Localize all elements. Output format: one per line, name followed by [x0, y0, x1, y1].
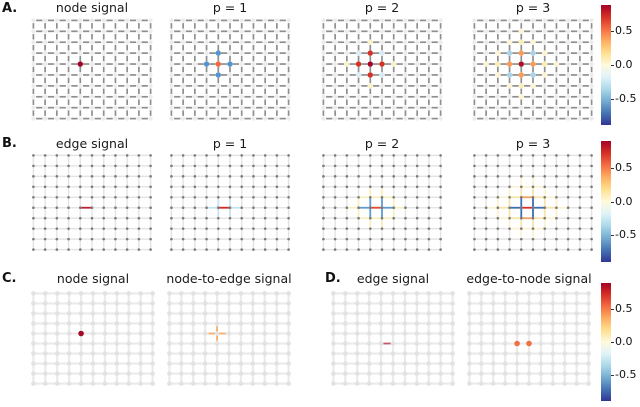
panel-title: node signal — [56, 271, 130, 286]
grid-graph-panel-b1 — [30, 152, 154, 257]
panel-title: p = 2 — [364, 136, 400, 151]
colorbar-tick — [611, 167, 614, 169]
colorbar-tick-label: -0.5 — [615, 368, 637, 382]
colorbar-tick — [611, 342, 614, 343]
colorbar-tick-label: 0.5 — [615, 24, 633, 38]
colorbar-tick-label: -0.5 — [615, 228, 637, 242]
panel-title: edge signal — [356, 271, 430, 286]
colorbar — [601, 141, 611, 262]
grid-graph-panel-a1 — [30, 17, 154, 126]
grid-graph-panel-b3 — [320, 152, 444, 257]
colorbar-tick — [611, 308, 614, 310]
colorbar-tick-label: 0.0 — [615, 335, 633, 348]
row-label-b: B. — [2, 136, 17, 151]
grid-graph-panel-c2 — [166, 290, 292, 391]
panel-title: p = 2 — [364, 0, 400, 15]
colorbar-tick — [611, 65, 614, 66]
colorbar-tick-label: 0.5 — [615, 160, 633, 174]
row-label-c: C. — [2, 271, 17, 286]
panel-title: p = 3 — [515, 136, 551, 151]
grid-graph-panel-d1 — [330, 290, 456, 391]
panel-title: p = 3 — [515, 0, 551, 15]
colorbar-tick-label: 0.0 — [615, 194, 633, 208]
row-label-d: D. — [325, 271, 341, 286]
panel-title: edge signal — [55, 136, 129, 151]
panel-title: p = 1 — [212, 0, 248, 15]
row-label-a: A. — [2, 1, 18, 16]
grid-graph-panel-a4 — [471, 17, 595, 126]
colorbar-tick — [611, 98, 614, 100]
grid-graph-panel-c1 — [30, 290, 156, 391]
colorbar — [601, 283, 611, 401]
colorbar-tick-label: 0.0 — [615, 58, 633, 71]
grid-graph-panel-d2 — [466, 290, 592, 391]
grid-graph-panel-b2 — [168, 152, 292, 257]
panel-title: p = 1 — [212, 136, 248, 151]
colorbar-tick — [611, 31, 614, 33]
panel-title: node-to-edge signal — [166, 271, 292, 286]
colorbar-tick — [611, 375, 614, 377]
panel-title: node signal — [55, 0, 129, 15]
colorbar-tick-label: 0.5 — [615, 301, 633, 315]
colorbar-tick — [611, 201, 614, 203]
grid-graph-panel-a2 — [168, 17, 292, 126]
colorbar-tick-label: -0.5 — [615, 91, 637, 105]
panel-title: edge-to-node signal — [466, 271, 592, 286]
colorbar — [601, 5, 611, 125]
grid-graph-panel-b4 — [471, 152, 595, 257]
grid-graph-panel-a3 — [320, 17, 444, 126]
colorbar-tick — [611, 235, 614, 237]
